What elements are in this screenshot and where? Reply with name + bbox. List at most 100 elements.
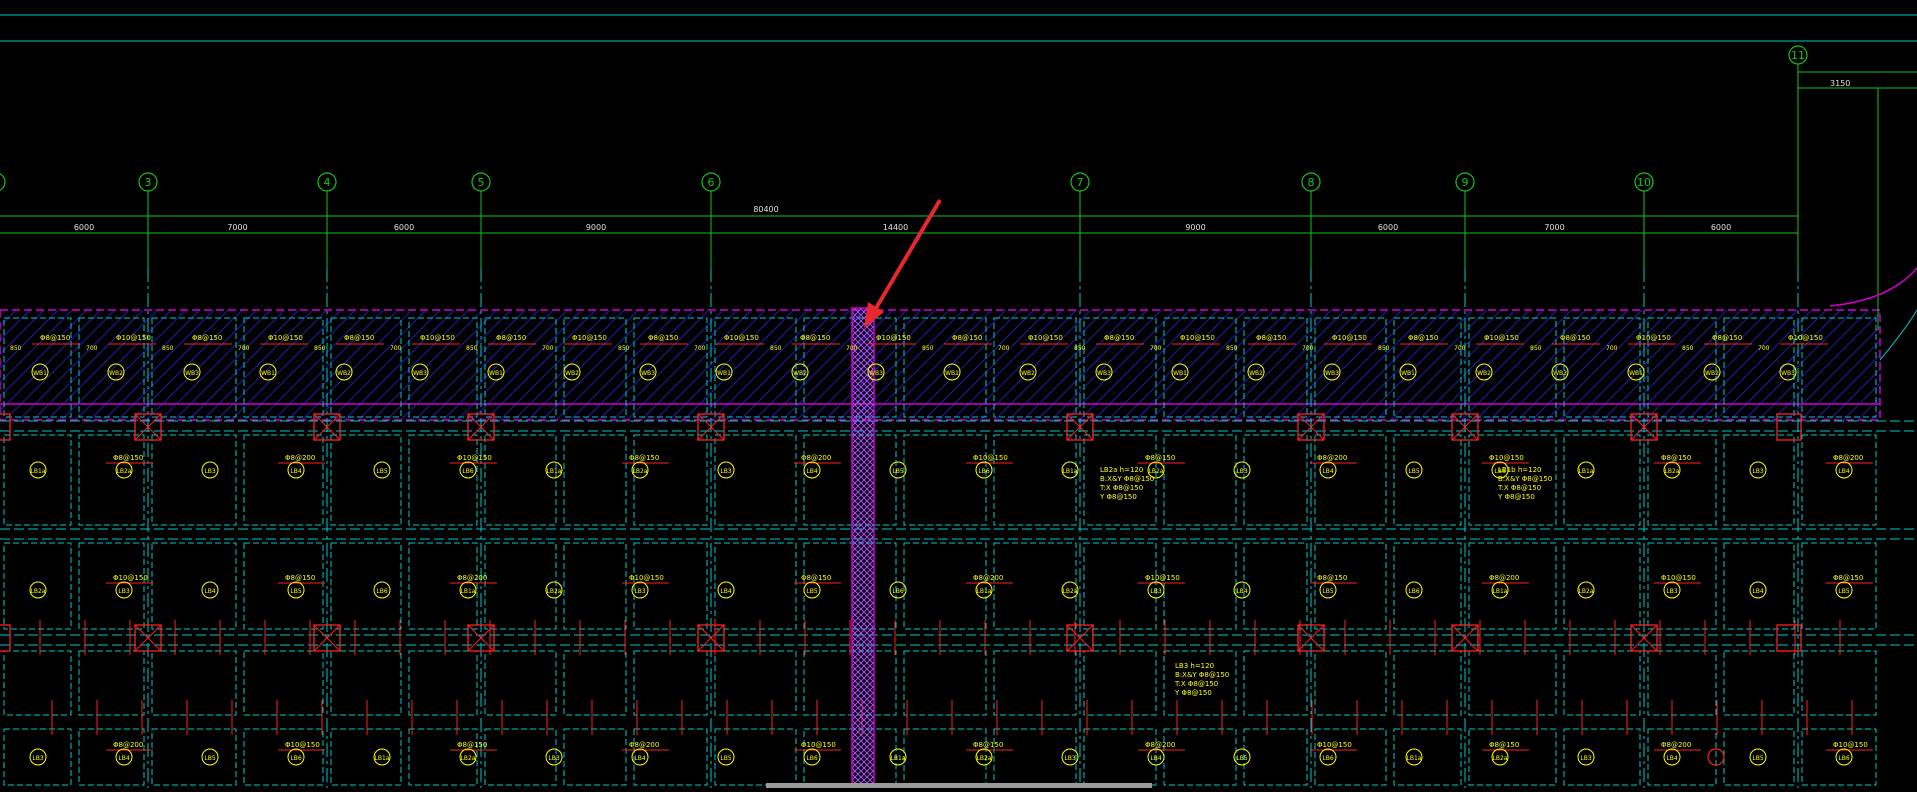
slab-tag: WB3 [869,370,883,377]
column [134,413,162,441]
slab-tag-bubble [1703,363,1721,381]
column-cross [1066,413,1094,441]
slab-tag: LB3 [32,755,43,762]
hatched-slab-band [0,310,1880,420]
slab-tag: LB6 [462,468,473,475]
slab-tag-bubble [1749,748,1767,766]
slab-tag: WB3 [185,370,199,377]
beam-note-text: T:X Φ8@150 [1497,484,1541,492]
slab-panel-outline [1393,434,1462,526]
column-cross [1630,413,1658,441]
slab-panel-outline [1314,650,1387,716]
slab-tag-bubble [1779,363,1797,381]
slab-tag: LB3 [1752,468,1763,475]
slab-panel-outline [151,434,237,526]
span-dimension-text: 7000 [227,223,247,232]
slab-tag: WB2 [109,370,123,377]
slab-panel-outline [993,650,1077,716]
slab-tag: LB5 [806,588,817,595]
slab-tag-bubble [943,363,961,381]
axis-label: 11 [1791,49,1805,62]
slab-tag: LB1a [891,755,906,762]
slab-tag: WB3 [1781,370,1795,377]
curved-boundary-arc-inner [1879,309,1917,361]
slab-panel-outline [1163,317,1237,418]
slab-tag: LB5 [892,468,903,475]
highlighted-beam-strip[interactable] [851,307,875,789]
slab-tag: LB2a [117,468,132,475]
slab-panel-outline [1723,317,1795,418]
axis-label: 4 [324,176,331,189]
slab-panel-outline [803,317,897,418]
slab-tag: WB1 [945,370,959,377]
slab-tag: LB1a [1407,755,1422,762]
slab-panel-outline [903,434,987,526]
slab-tag-bubble [717,581,735,599]
slab-panel-outline [1083,650,1157,716]
slab-tag-bubble [631,748,649,766]
slab-tag-bubble [1405,461,1423,479]
axis-bubble-partial [0,173,6,191]
dimension-small: 850 [922,345,934,352]
slab-tag: LB3 [1580,755,1591,762]
slab-tag: LB5 [1322,588,1333,595]
slab-tag: WB1 [1401,370,1415,377]
slab-tag: LB2a [31,588,46,595]
slab-panel-outline [903,317,987,418]
slab-tag: LB4 [806,468,817,475]
slab-panel-outline [78,650,145,716]
slab-panel-outline [408,317,478,418]
axis-label: 9 [1462,176,1469,189]
axis-label: 6 [708,176,715,189]
slab-panel-outline [484,650,557,716]
horizontal-scrollbar[interactable] [766,783,1152,788]
slab-panel-outline [1468,434,1557,526]
slab-tag: LB2a [1579,588,1594,595]
right-dimension-text: 3150 [1830,79,1850,88]
span-dimension-text: 6000 [74,223,94,232]
rebar-label: Φ10@150 [285,741,320,749]
slab-tag-bubble [1319,461,1337,479]
slab-panel-outline [993,434,1077,526]
slab-tag: LB4 [1236,588,1247,595]
slab-tag: WB1 [489,370,503,377]
slab-tag-bubble [29,461,47,479]
column [134,624,162,652]
slab-tag: LB6 [1494,468,1505,475]
slab-tag-bubble [867,363,885,381]
slab-tag: LB4 [634,755,645,762]
slab-tag: LB4 [720,588,731,595]
slab-panel-outline [243,650,324,716]
rebar-label: Φ10@150 [116,334,151,342]
slab-tag: WB2 [337,370,351,377]
slab-panel-outline [1083,317,1157,418]
rebar-label: Φ8@200 [1661,741,1691,749]
rebar-label: Φ10@150 [1145,574,1180,582]
slab-panel-outline [78,434,145,526]
rebar-label: Φ10@150 [801,741,836,749]
column [313,624,341,652]
slab-tag: LB5 [1236,755,1247,762]
slab-tag: WB1 [1629,370,1643,377]
slab-tag-bubble [459,748,477,766]
rebar-label: Φ8@150 [629,454,659,462]
slab-panel-outline [330,317,402,418]
slab-tag-bubble [335,363,353,381]
slab-tag-bubble [1233,748,1251,766]
slab-panel-outline [563,728,627,786]
slab-panel-outline [903,728,987,786]
slab-panel-outline [1647,728,1717,786]
beam-note-text: Y Φ8@150 [1099,493,1137,501]
slab-panel-outline [78,542,145,630]
slab-tag-bubble [1663,581,1681,599]
slab-panel-outline [1314,317,1387,418]
slab-panel-outline [1314,542,1387,630]
slab-panel-outline [1083,542,1157,630]
slab-panel-outline [408,434,478,526]
slab-band-outline [0,309,1881,421]
slab-tag-bubble [975,461,993,479]
rebar-label: Φ8@150 [1408,334,1438,342]
red-arrow-annotation [864,198,942,328]
